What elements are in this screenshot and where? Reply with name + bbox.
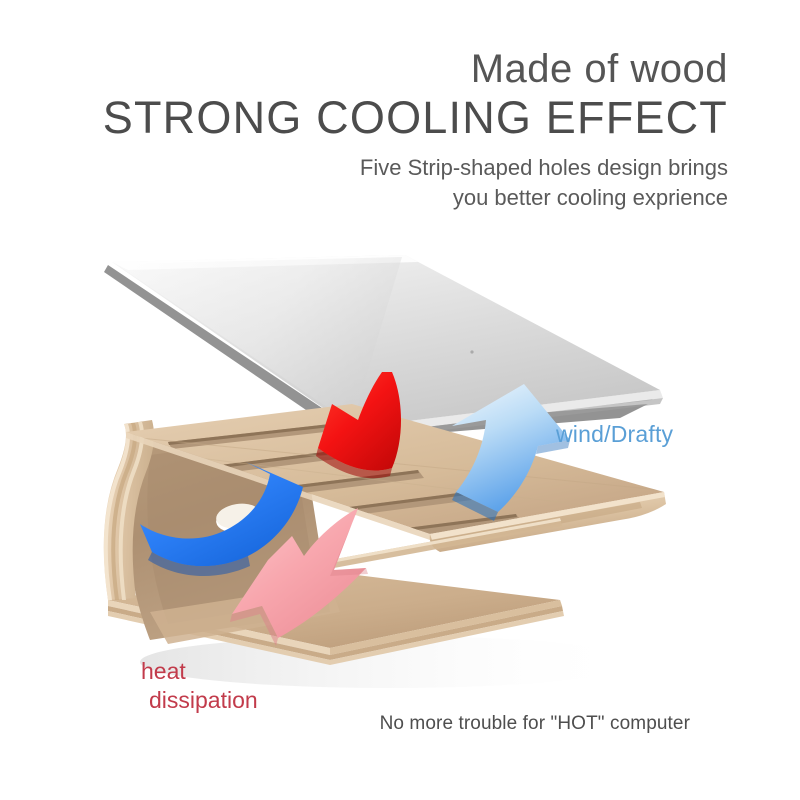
label-heat-dissipation: heat dissipation	[141, 657, 258, 715]
headline-subtext-line1: Five Strip-shaped holes design brings	[359, 155, 728, 181]
stand-side-curve	[103, 420, 154, 600]
arrow-cool-air-in	[140, 462, 303, 577]
arrow-hot-air-in	[316, 372, 401, 479]
label-heat-line1: heat	[141, 658, 186, 684]
headline-block: Made of wood STRONG COOLING EFFECT Five …	[0, 48, 728, 213]
headline-made-of-wood: Made of wood	[470, 47, 728, 91]
headline-subtext-line2: you better cooling exprience	[452, 184, 728, 210]
arrow-hot-air-out	[230, 508, 368, 646]
tagline: No more trouble for "HOT" computer	[379, 713, 690, 734]
arrow-cool-air-out	[452, 384, 570, 521]
headline-subtext: Five Strip-shaped holes design brings yo…	[0, 153, 728, 212]
headline-strong-cooling-effect: STRONG COOLING EFFECT	[102, 92, 728, 143]
label-heat-line2: dissipation	[149, 686, 258, 713]
label-wind-drafty: wind/Drafty	[556, 421, 674, 447]
